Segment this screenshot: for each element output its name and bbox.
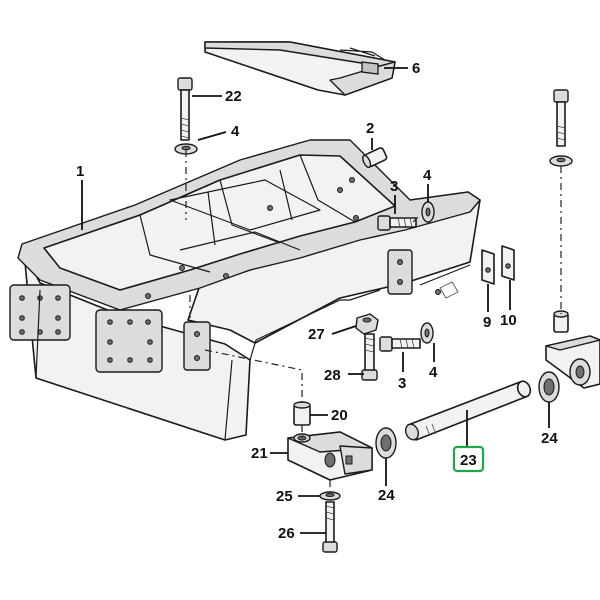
part-20-bushing xyxy=(293,401,311,426)
callout-24-left: 24 xyxy=(378,487,395,504)
callout-4-left: 4 xyxy=(231,123,240,140)
callout-26: 26 xyxy=(278,525,295,542)
callout-4-lower: 4 xyxy=(429,364,438,381)
part-28-bolt xyxy=(361,333,378,381)
part-4-washer-right xyxy=(549,155,573,167)
part-3-bolt-upper xyxy=(377,215,417,231)
part-22-bolt-right xyxy=(553,89,569,147)
callout-20: 20 xyxy=(331,407,348,424)
callout-3-upper: 3 xyxy=(390,178,398,195)
part-2-dowel-pin xyxy=(362,147,388,169)
callout-22: 22 xyxy=(225,88,242,105)
part-4-washer-lower xyxy=(420,322,434,344)
leader-27 xyxy=(331,325,357,335)
part-6-rail xyxy=(204,41,396,96)
callout-23: 23 xyxy=(460,452,477,469)
callout-27: 27 xyxy=(308,326,325,343)
part-4-washer-upper xyxy=(421,201,435,223)
callout-28: 28 xyxy=(324,367,341,384)
bushing-right xyxy=(553,310,569,333)
callout-3-lower: 3 xyxy=(398,375,406,392)
part-3-bolt-lower xyxy=(379,336,421,352)
part-24-washer-right xyxy=(538,371,560,403)
highlight-box-23 xyxy=(452,445,485,473)
bracket-right xyxy=(545,335,600,389)
part-24-washer-left xyxy=(375,427,397,459)
callout-6: 6 xyxy=(412,60,420,77)
callout-2: 2 xyxy=(366,120,374,137)
assembly-axes xyxy=(185,150,562,492)
part-22-bolt-left xyxy=(177,77,193,141)
leader-4a xyxy=(197,131,227,141)
callout-24-right: 24 xyxy=(541,430,558,447)
callout-21: 21 xyxy=(251,445,268,462)
part-21-bracket xyxy=(287,431,373,481)
callout-9: 9 xyxy=(483,314,491,331)
callout-10: 10 xyxy=(500,312,517,329)
part-1-main-frame xyxy=(9,139,481,441)
callout-25: 25 xyxy=(276,488,293,505)
part-26-bolt xyxy=(322,501,338,553)
callout-1: 1 xyxy=(76,163,84,180)
callout-labels: 1 2 3 3 4 4 4 6 9 10 20 21 22 23 24 24 2… xyxy=(76,60,558,542)
part-27-nut xyxy=(355,313,379,335)
part-9-shim xyxy=(481,249,495,285)
callout-4-upper: 4 xyxy=(423,167,432,184)
part-10-shim xyxy=(501,245,515,281)
part-25-washer xyxy=(319,491,341,501)
leader-lines xyxy=(81,67,550,534)
part-23-shaft xyxy=(404,380,532,441)
